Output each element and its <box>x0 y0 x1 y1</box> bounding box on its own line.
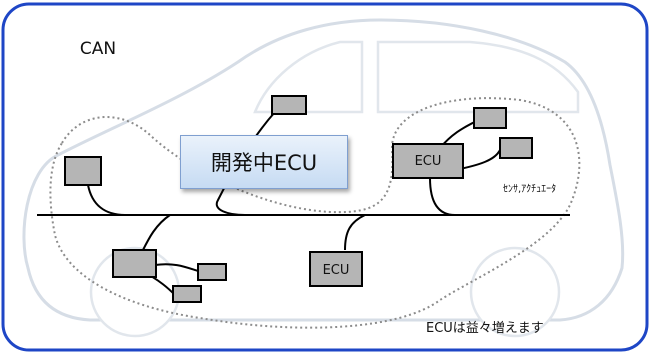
diagram-title: CAN <box>52 20 144 78</box>
ecu-box <box>197 263 227 281</box>
ecu-box <box>309 251 363 287</box>
ecu-label: ECU <box>414 153 442 169</box>
bus-branch <box>87 184 126 216</box>
sensor-actuator-label: ｾﾝｻ,ｱｸﾁｭｴｰﾀ <box>503 184 557 195</box>
bus-branch <box>141 214 171 253</box>
car-window-rear <box>376 40 580 114</box>
ecu-box <box>112 249 157 278</box>
bus-branch <box>429 177 456 216</box>
developing-ecu-box: 開発中ECU <box>180 135 348 189</box>
car-window-front <box>253 40 364 114</box>
ecu-group-dotted-outline <box>49 97 581 329</box>
ecu-box <box>499 137 533 159</box>
bus-branch <box>344 214 366 251</box>
ecu-growth-note: ECUは益々増えます <box>426 321 544 336</box>
ecu-box <box>64 156 102 186</box>
ecu-box <box>271 95 307 115</box>
ecu-box <box>172 285 202 303</box>
ecu-label: ECU <box>322 262 350 278</box>
bus-branch <box>154 263 199 272</box>
ecu-box <box>473 107 507 129</box>
ecu-box <box>392 143 464 179</box>
